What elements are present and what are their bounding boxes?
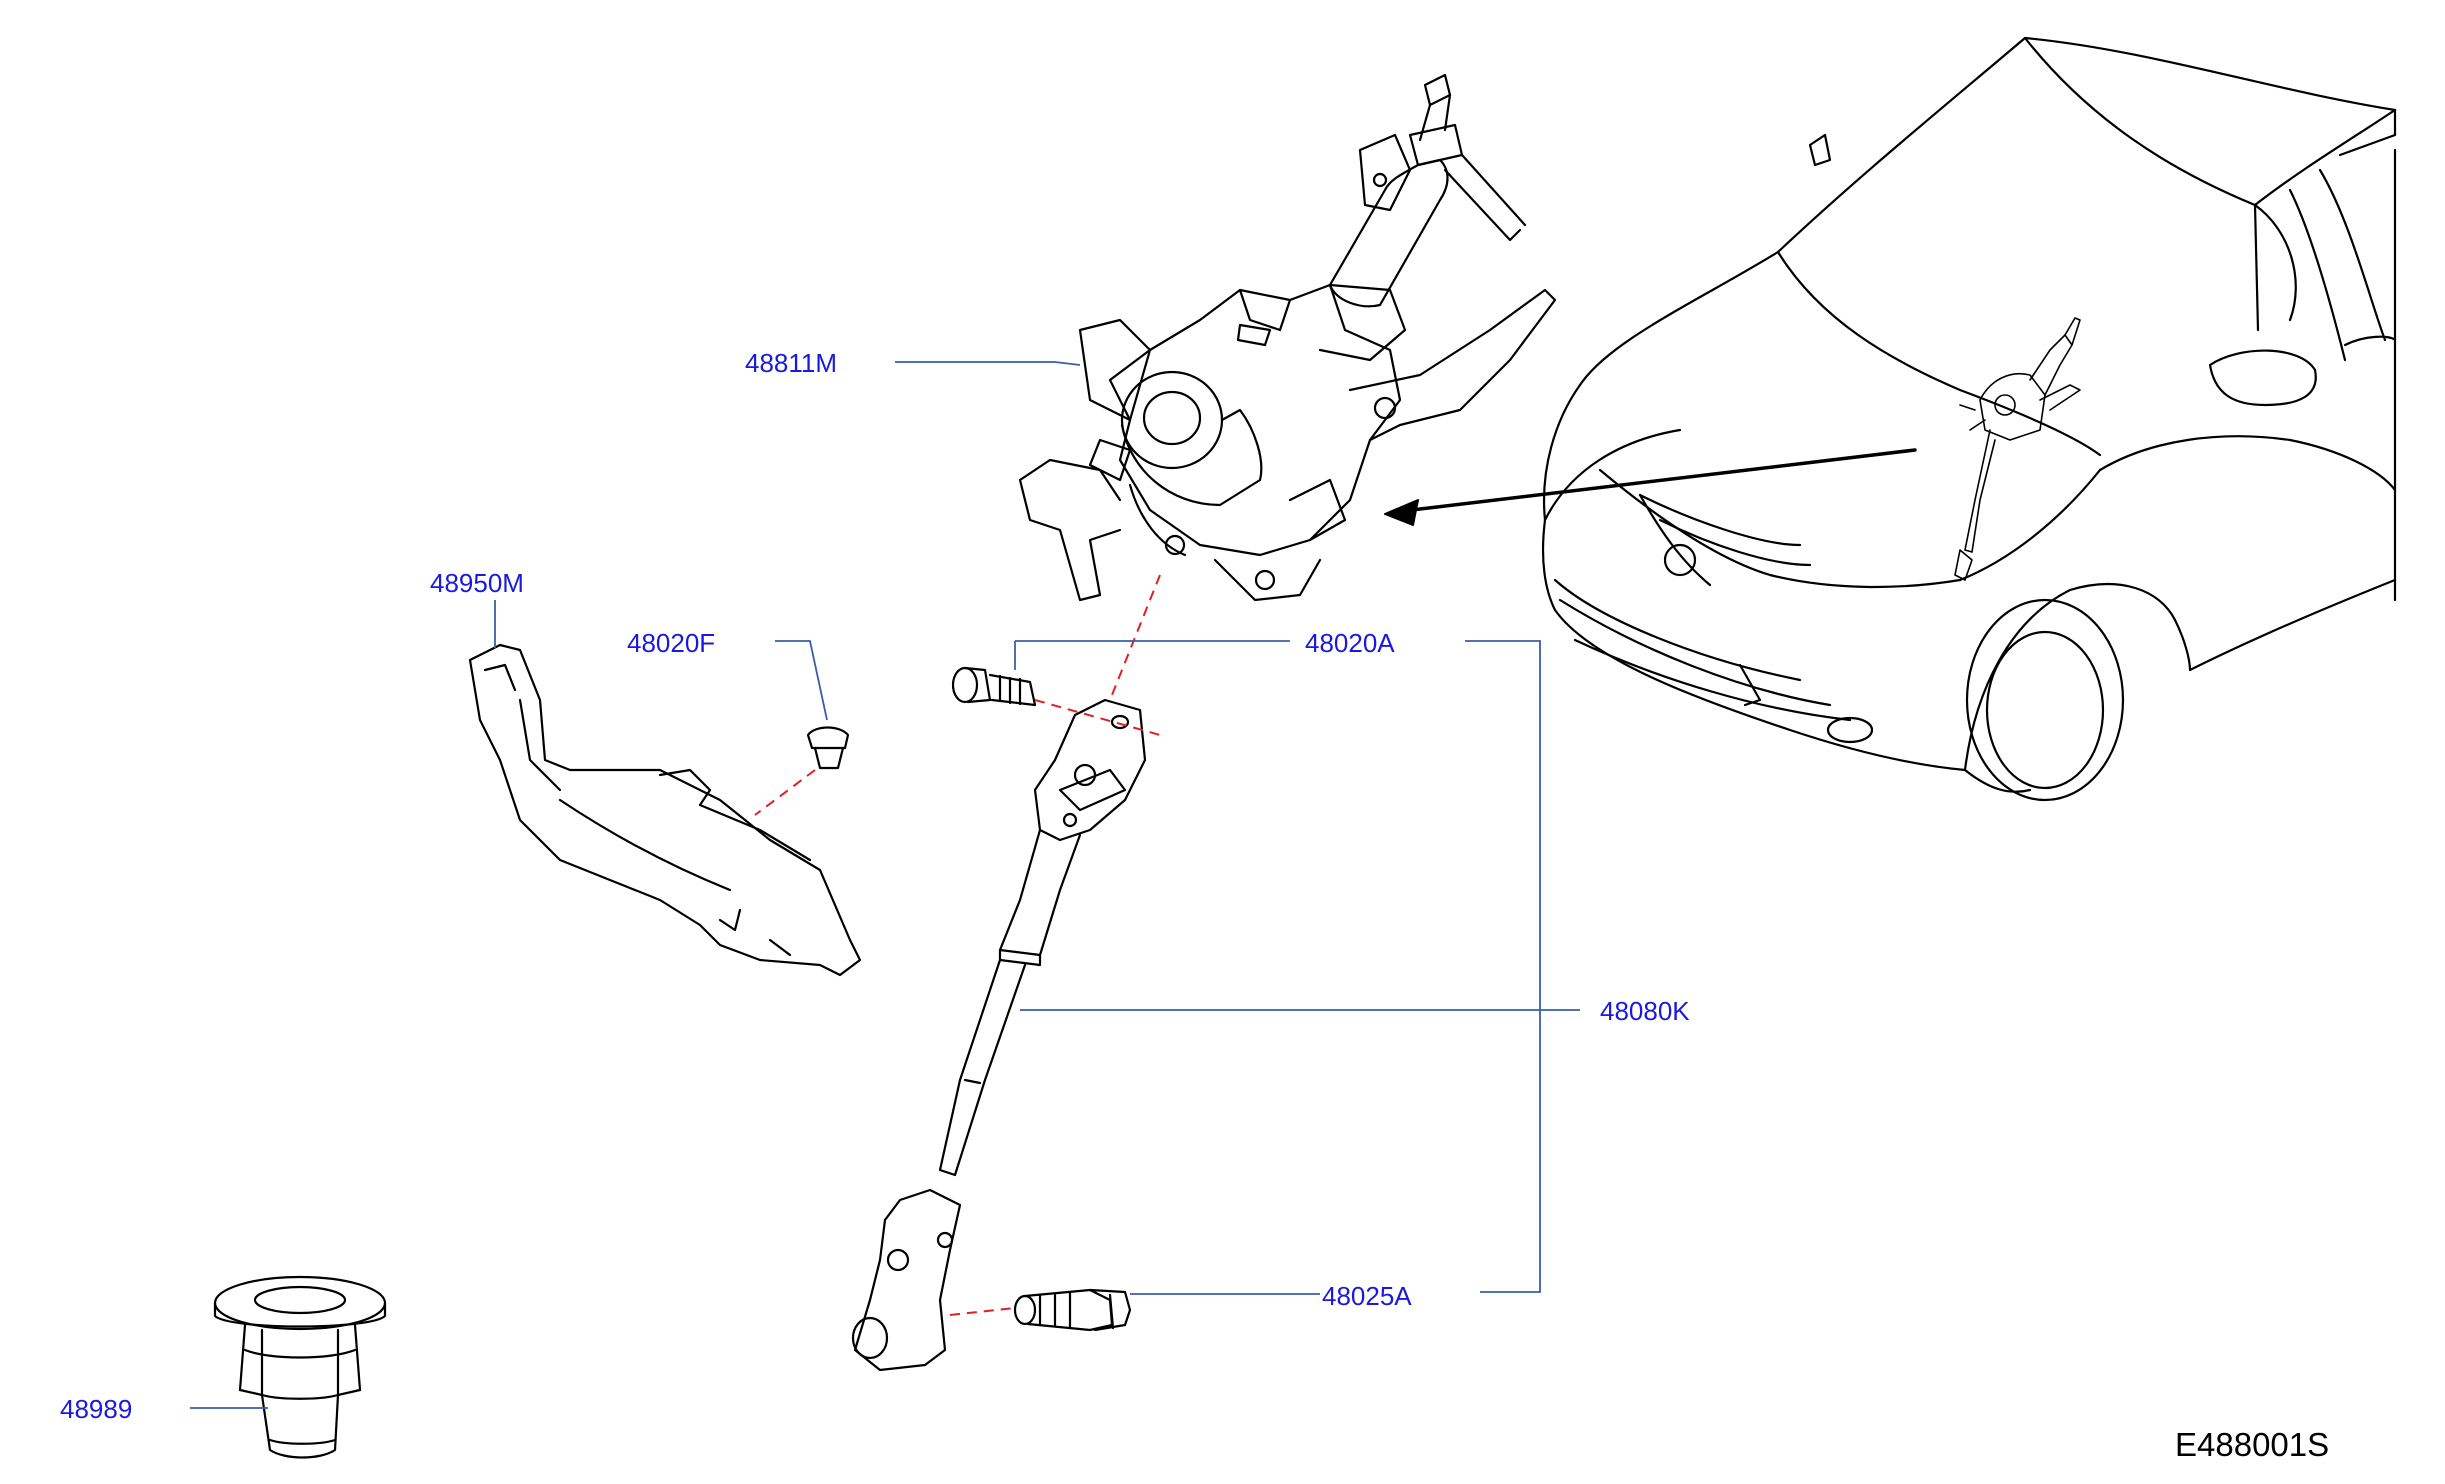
alignment-dashed-lines bbox=[754, 574, 1161, 1316]
lower-bolt-part bbox=[1013, 1288, 1132, 1332]
callout-48025A[interactable]: 48025A bbox=[1322, 1281, 1412, 1311]
callout-48989[interactable]: 48989 bbox=[60, 1394, 133, 1424]
callout-48020F[interactable]: 48020F bbox=[627, 628, 716, 658]
location-arrowhead bbox=[1384, 499, 1419, 526]
intermediate-shaft-assembly bbox=[851, 698, 1147, 1372]
callout-48080K[interactable]: 48080K bbox=[1600, 996, 1690, 1026]
callout-48811M[interactable]: 48811M bbox=[745, 348, 838, 378]
column-cover-part bbox=[468, 643, 862, 977]
grommet-part bbox=[213, 1275, 387, 1459]
callout-leader-lines bbox=[190, 361, 1580, 1409]
clip-part bbox=[806, 726, 850, 770]
diagram-code: E488001S bbox=[2175, 1426, 2330, 1463]
callout-48020A[interactable]: 48020A bbox=[1305, 628, 1395, 658]
steering-column-assembly bbox=[1018, 73, 1557, 602]
location-arrow bbox=[1393, 448, 1917, 514]
callout-48950M[interactable]: 48950M bbox=[430, 568, 524, 598]
vehicle-location-illustration bbox=[1541, 36, 2397, 802]
upper-bolt-part bbox=[951, 666, 1037, 707]
